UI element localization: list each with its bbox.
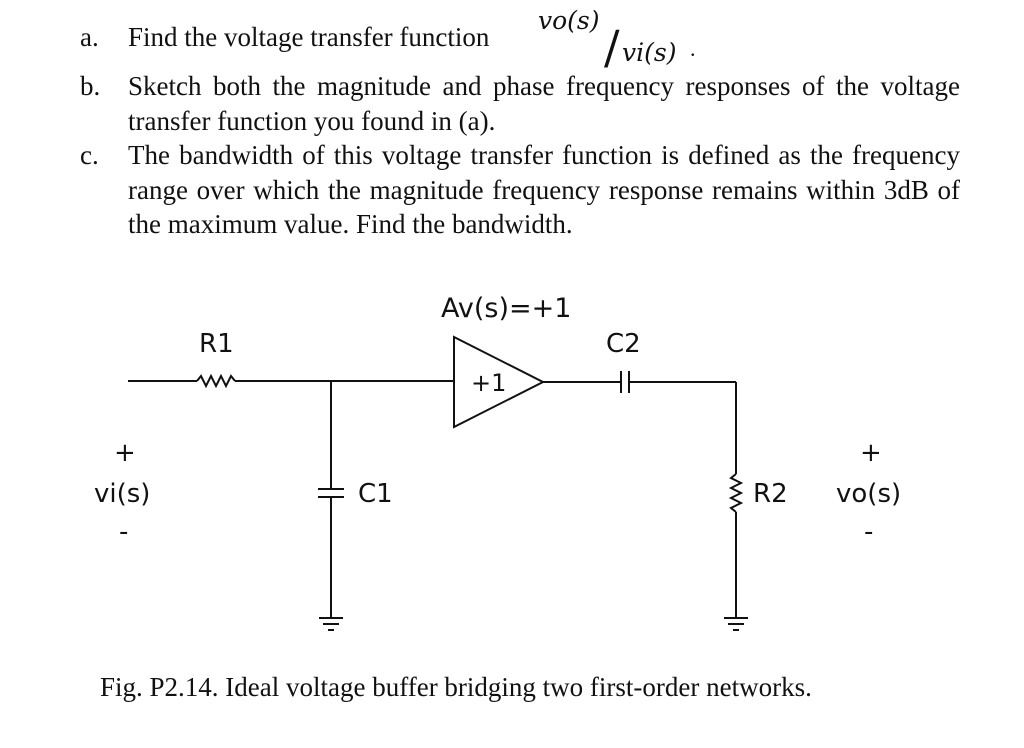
transfer-numerator: vo(s) <box>538 6 600 35</box>
question-a-text: Find the voltage transfer function <box>128 22 490 52</box>
vout-label: vo(s) <box>836 479 901 509</box>
vin-minus: - <box>119 517 128 547</box>
c2-label: C2 <box>606 329 641 359</box>
vin-plus: + <box>114 438 136 468</box>
vout-plus: + <box>860 438 882 468</box>
c1-label: C1 <box>358 479 393 509</box>
resistor-r2 <box>728 473 744 513</box>
buffer-amplifier <box>453 335 546 429</box>
question-c-text: The bandwidth of this voltage transfer f… <box>128 140 960 239</box>
figure-caption: Fig. P2.14. Ideal voltage buffer bridgin… <box>100 672 812 702</box>
question-b-letter: b. <box>80 71 101 101</box>
question-c-letter: c. <box>80 140 99 170</box>
vout-minus: - <box>864 517 873 547</box>
r2-label: R2 <box>753 479 788 509</box>
question-a-period: . <box>690 36 696 61</box>
fraction-slash: / <box>604 20 620 74</box>
r1-label: R1 <box>199 329 234 359</box>
buffer-gain-label: +1 <box>471 369 506 397</box>
question-a-letter: a. <box>80 22 99 52</box>
resistor-r1 <box>196 373 236 389</box>
gain-label: Av(s)=+1 <box>441 293 571 324</box>
transfer-denominator: vi(s) <box>622 38 677 67</box>
vin-label: vi(s) <box>94 479 150 509</box>
question-b-text: Sketch both the magnitude and phase freq… <box>128 71 960 136</box>
